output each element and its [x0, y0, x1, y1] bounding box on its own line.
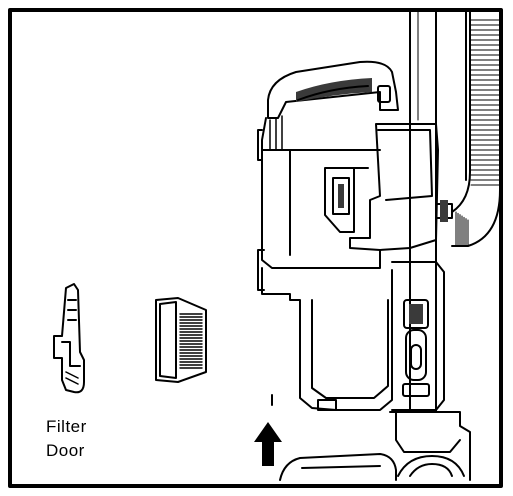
floor-nozzle	[279, 411, 471, 481]
filter-label: Filter	[46, 417, 87, 436]
dust-canister	[257, 60, 399, 291]
diagram-frame	[8, 8, 503, 488]
door-label: Door	[46, 441, 85, 460]
vacuum-hose	[451, 11, 501, 247]
vacuum-wand	[409, 11, 467, 413]
hose-connector	[349, 123, 453, 251]
up-arrow-icon	[254, 422, 282, 466]
filter-door-part	[53, 283, 85, 394]
vacuum-body	[261, 261, 445, 411]
filter-part	[155, 297, 207, 383]
